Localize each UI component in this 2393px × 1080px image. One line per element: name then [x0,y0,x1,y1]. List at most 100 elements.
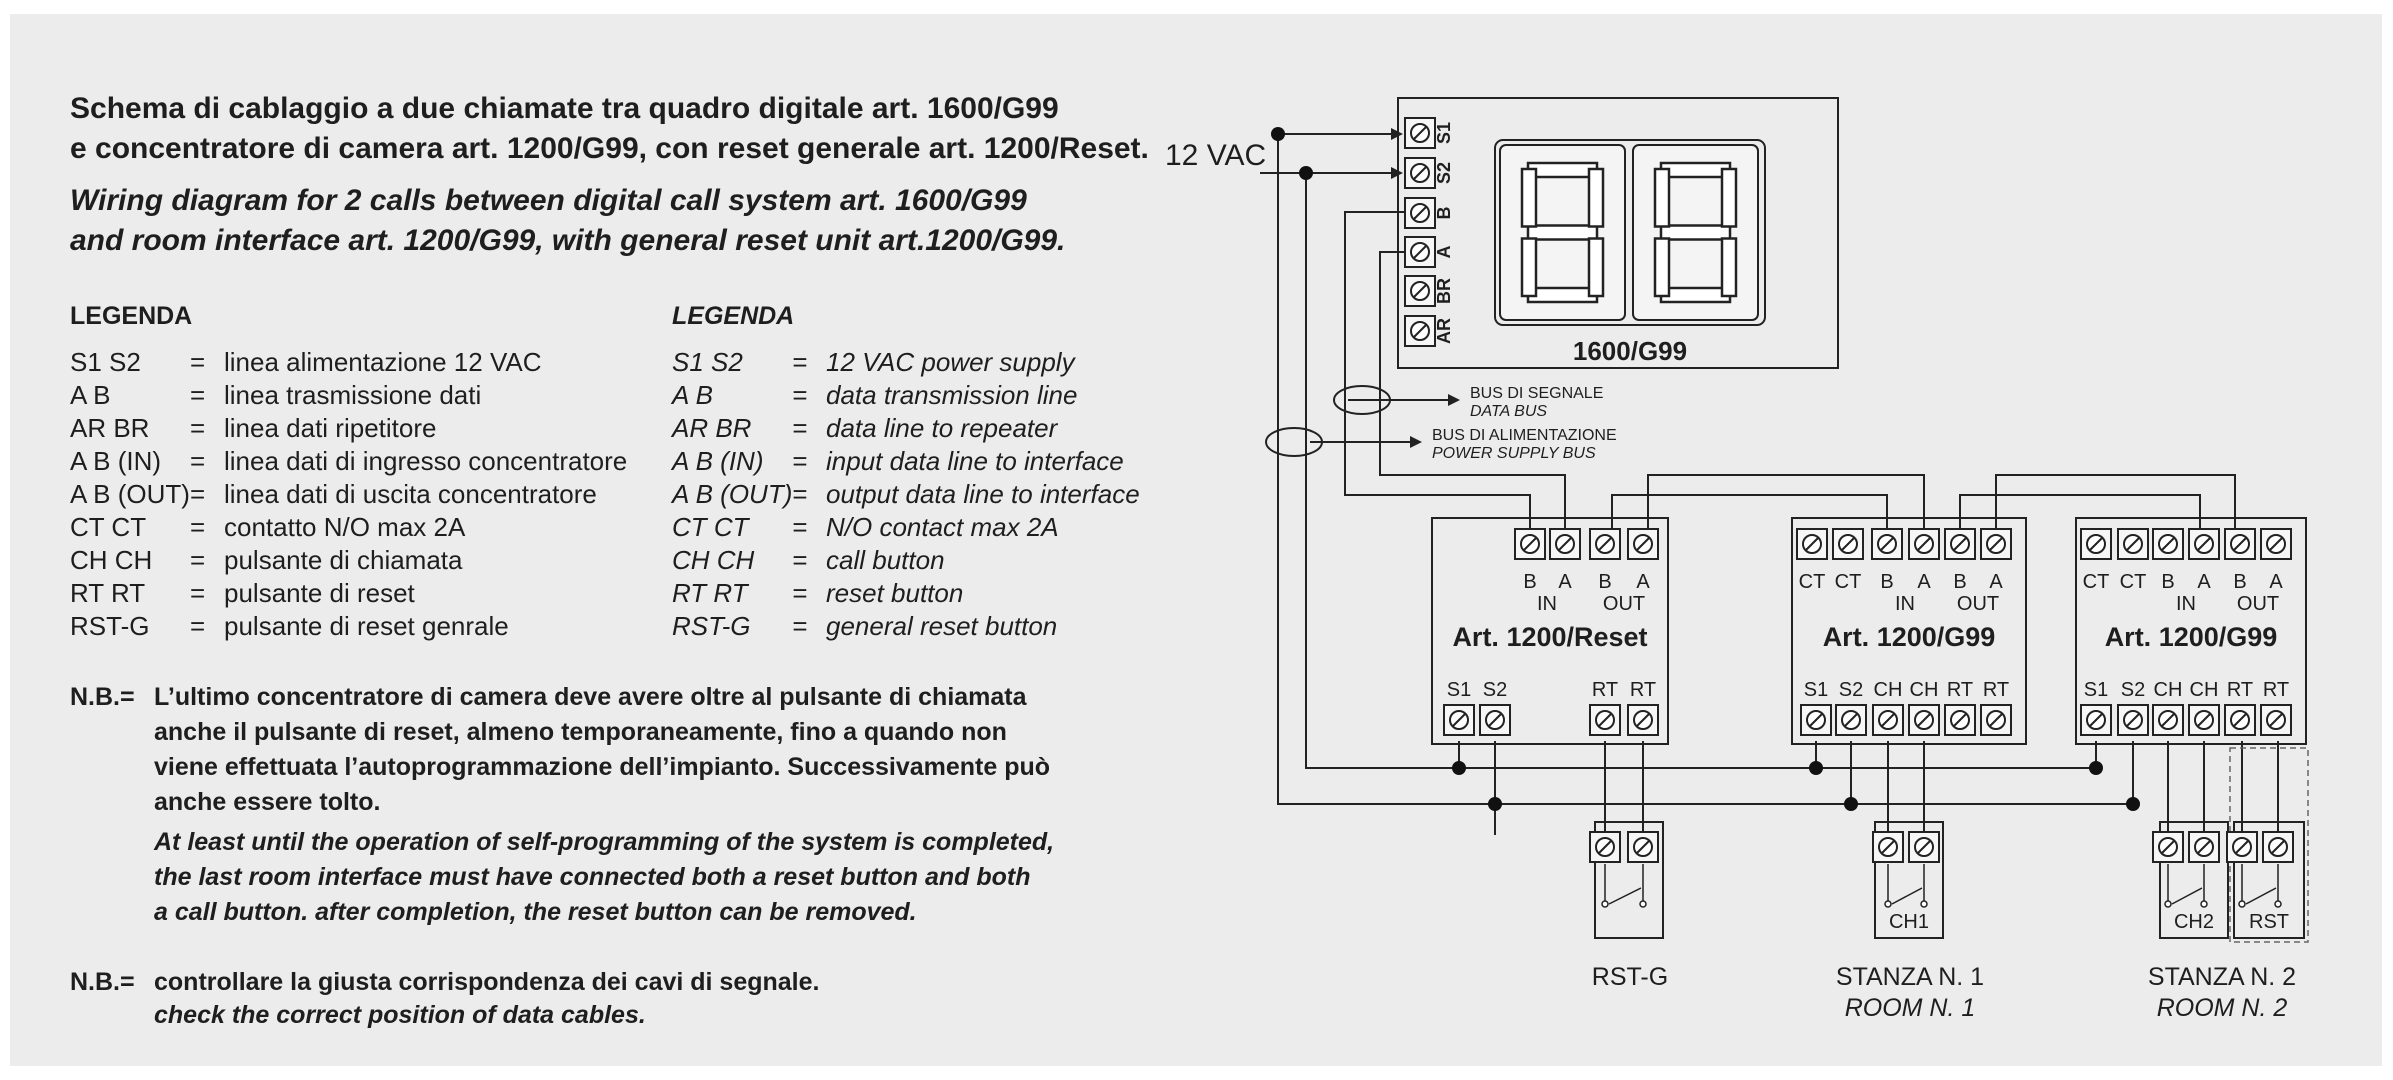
room-unit-1-bottom-terminal [1980,704,2012,736]
display-terminal [1404,117,1436,149]
rst-button-terminal [2226,831,2258,863]
legend-en-desc: N/O contact max 2A [826,512,1059,542]
reset-unit-top-label: A [1558,571,1572,593]
legend-it-code: RT RT [70,578,146,608]
room-unit-2-bottom-terminal [2188,704,2220,736]
legend-it-eq: = [190,545,206,575]
legend-en-desc: data line to repeater [826,413,1058,443]
room-unit-1-bottom-label: CH [1910,679,1939,701]
caption-room1-en: ROOM N. 1 [1845,994,1976,1022]
room-unit-2-top-label: B [2233,571,2246,593]
room-unit-1-top-label: A [1917,571,1931,593]
ch2-button-label: CH2 [2174,911,2214,933]
rst-g-button-box [1594,821,1664,939]
legend-en-eq: = [792,446,808,476]
legend-it-desc: pulsante di reset [224,578,415,608]
rst-button-dashed-frame [2229,747,2309,943]
junction-dot [2089,761,2103,775]
display-terminal [1404,275,1436,307]
legend-en-desc: output data line to interface [826,479,1140,509]
room-unit-1-bottom-terminal [1800,704,1832,736]
bus-signal-label: BUS DI SEGNALE [1470,385,1603,402]
bus-ovals [1265,385,1391,457]
legend-en-eq: = [792,578,808,608]
note1-it-line2: anche il pulsante di reset, almeno tempo… [154,718,1007,746]
room-unit-1-bottom-terminal [1835,704,1867,736]
rst-g-button-contact [1601,864,1647,908]
ch2-button-terminal [2188,831,2220,863]
reset-unit-top-terminal [1589,528,1621,560]
display-unit-box [1397,97,1839,369]
rst-g-button-terminal [1627,831,1659,863]
reset-unit-top-label: B [1598,571,1611,593]
room-unit-2-bottom-label: RT [2263,679,2289,701]
reset-unit-bottom-terminal [1479,704,1511,736]
room-unit-1-bottom-label: RT [1983,679,2009,701]
legend-it-eq: = [190,446,206,476]
legend-en-desc: input data line to interface [826,446,1124,476]
room-unit-1-bottom-label: RT [1947,679,1973,701]
room-unit-2-top-label: A [2269,571,2283,593]
ch2-button-box [2159,821,2229,939]
legend-en-desc: 12 VAC power supply [826,347,1075,377]
legend-en-eq: = [792,413,808,443]
legend-en-desc: reset button [826,578,964,608]
note1-label: N.B.= [70,683,135,711]
legend-it-code: RST-G [70,611,150,641]
reset-unit-bottom-label: RT [1630,679,1656,701]
room-unit-1-out-label: OUT [1957,593,1999,615]
room-unit-2-top-terminal [2260,528,2292,560]
room-unit-2-bottom-label: CH [2190,679,2219,701]
legend-en-eq: = [792,479,808,509]
legend-it-desc: pulsante di chiamata [224,545,463,575]
legend-it-desc: linea dati di ingresso concentratore [224,446,628,476]
reset-unit-top-label: A [1636,571,1650,593]
reset-unit-bottom-terminal [1589,704,1621,736]
reset-unit-bottom-label: S2 [1483,679,1507,701]
reset-unit-out-label: OUT [1603,593,1645,615]
junction-dot [1299,166,1313,180]
ch2-button-contact [2164,864,2208,908]
display-terminal-label: B [1434,207,1454,220]
display-terminal-label: BR [1434,278,1454,304]
room-unit-2-bottom-terminal [2117,704,2149,736]
room-unit-1-top-label: CT [1799,571,1826,593]
reset-unit-top-terminal [1549,528,1581,560]
room-unit-2-in-label: IN [2176,593,2196,615]
legend-it-code: A B [70,380,111,410]
legend-en-code: S1 S2 [672,347,743,377]
legend-it-code: A B (OUT) [70,479,190,509]
display-terminal-label: AR [1434,318,1454,344]
reset-unit-bottom-terminal [1627,704,1659,736]
legend-it-heading: LEGENDA [70,302,193,330]
legend-en-eq: = [792,347,808,377]
room-unit-1-top-terminal [1980,528,2012,560]
legend-it-eq: = [190,380,206,410]
room-unit-2-top-label: B [2161,571,2174,593]
legend-it-eq: = [190,347,206,377]
legend-en-code: RT RT [672,578,748,608]
note1-en-line1: At least until the operation of self-pro… [154,828,1055,856]
wires [1260,133,2279,835]
ch1-button-contact [1884,864,1928,908]
room-unit-2-top-label: CT [2083,571,2110,593]
note1-it-line4: anche essere tolto. [154,788,381,816]
note1-en-line3: a call button. after completion, the res… [154,898,917,926]
display-model-label: 1600/G99 [1573,336,1687,366]
room-unit-2-bottom-label: S2 [2121,679,2145,701]
display-terminal [1404,236,1436,268]
junction-dot [1844,797,1858,811]
legend-it-code: AR BR [70,413,150,443]
reset-unit-bottom-terminal [1443,704,1475,736]
terminal-blocks [1404,117,2294,863]
room-unit-1-model-label: Art. 1200/G99 [1823,622,1996,652]
ch1-button-box [1874,821,1944,939]
room-unit-1-bottom-label: S1 [1804,679,1828,701]
legend-en-code: CH CH [672,545,755,575]
seven-segment-display [1499,144,1759,321]
legend-en-code: A B [672,380,713,410]
room-unit-1-bottom-terminal [1872,704,1904,736]
rst-button-contact [2238,864,2282,908]
